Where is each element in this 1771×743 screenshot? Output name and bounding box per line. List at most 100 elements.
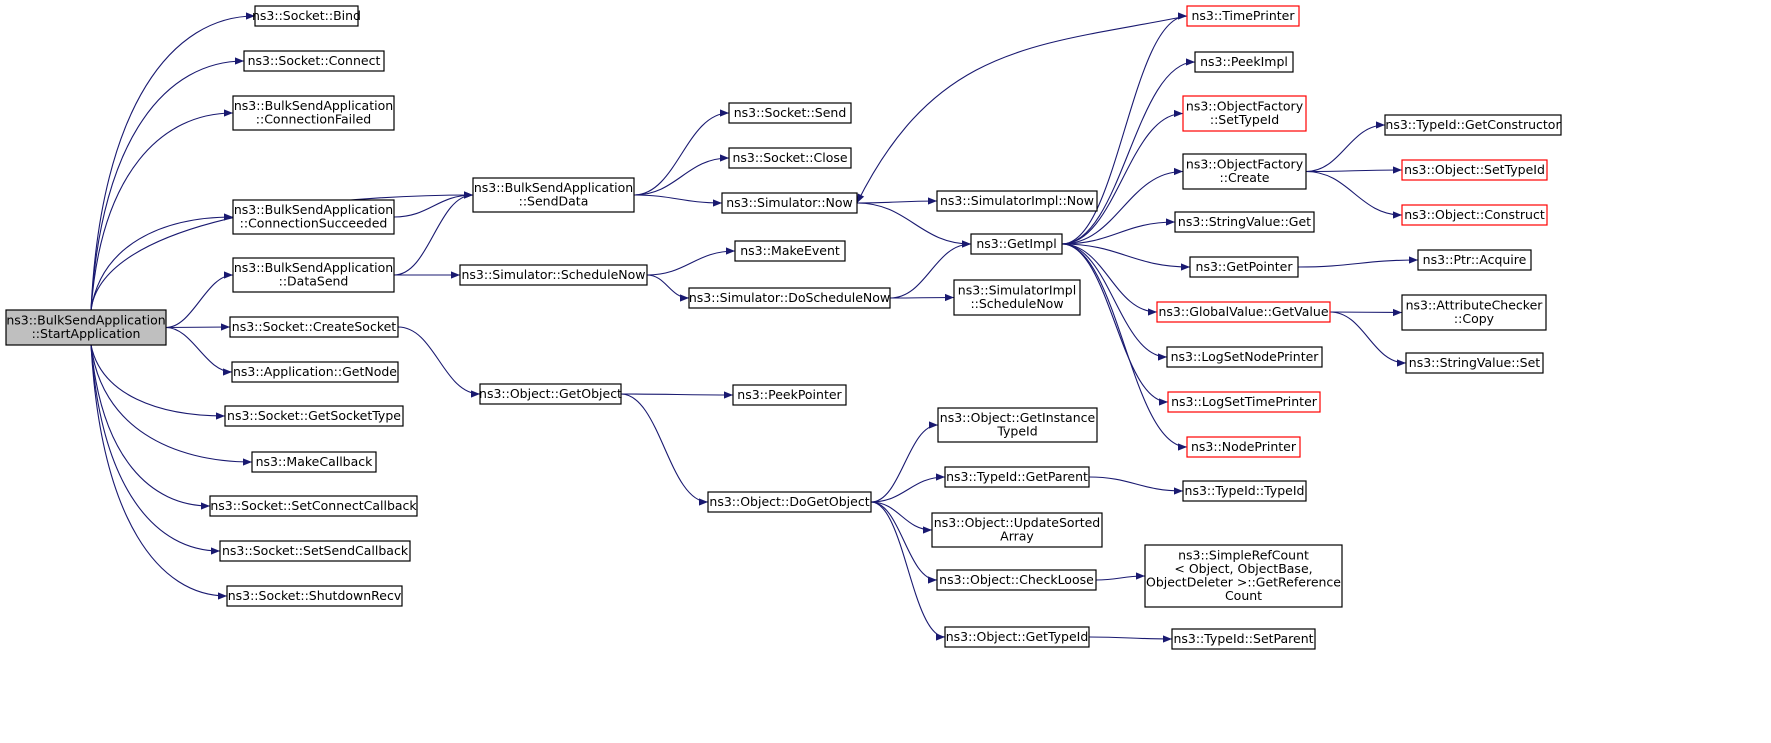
node-label: ns3::LogSetTimePrinter (1171, 394, 1318, 409)
node-getpointer[interactable]: ns3::GetPointer (1189, 256, 1299, 278)
node-box (1156, 301, 1331, 323)
node-gvgetvalue[interactable]: ns3::GlobalValue::GetValue (1156, 301, 1331, 323)
node-socksend[interactable]: ns3::Socket::Send (728, 102, 852, 124)
edge-line (90, 109, 234, 311)
node-datasend[interactable]: ns3::BulkSendApplication::DataSend (232, 257, 395, 293)
node-logsettime[interactable]: ns3::LogSetTimePrinter (1167, 391, 1321, 413)
node-connsucc[interactable]: ns3::BulkSendApplication::ConnectionSucc… (232, 199, 395, 235)
edge-line (90, 191, 474, 311)
node-simimplsched[interactable]: ns3::SimulatorImpl::ScheduleNow (953, 279, 1081, 316)
node-simplerefcount[interactable]: ns3::SimpleRefCount< Object, ObjectBase,… (1144, 544, 1343, 608)
node-getimpl[interactable]: ns3::GetImpl (970, 233, 1063, 255)
call-edge-gettypeid-to-setparent (1088, 635, 1173, 643)
node-box (1384, 114, 1562, 136)
edge-line (620, 393, 709, 506)
node-attrcheckercopy[interactable]: ns3::AttributeChecker::Copy (1401, 294, 1547, 331)
node-label: ns3::Socket::Close (732, 150, 847, 165)
node-label: ns3::StringValue::Get (1178, 214, 1311, 229)
node-label: ns3::BulkSendApplication (234, 202, 393, 217)
node-senddata[interactable]: ns3::BulkSendApplication::SendData (472, 177, 635, 213)
call-edge-ofcreate-to-objsettypeid (1305, 166, 1403, 174)
node-checkloose[interactable]: ns3::Object::CheckLoose (936, 569, 1097, 591)
node-createsocket[interactable]: ns3::Socket::CreateSocket (229, 316, 399, 338)
call-edge-timeprinter-to-simnow (856, 15, 1188, 204)
node-box (1167, 391, 1321, 413)
node-label: ns3::Object::CheckLoose (939, 572, 1094, 587)
node-box (937, 407, 1098, 443)
node-label: ns3::SimulatorImpl (958, 283, 1076, 298)
edge-line (856, 15, 1188, 204)
node-makeevent[interactable]: ns3::MakeEvent (734, 240, 846, 262)
node-simimplnow[interactable]: ns3::SimulatorImpl::Now (936, 190, 1098, 212)
node-label: ns3::BulkSendApplication (234, 98, 393, 113)
node-simnow[interactable]: ns3::Simulator::Now (721, 192, 858, 214)
call-edge-getpointer-to-ptracquire (1297, 256, 1419, 268)
node-box (231, 361, 399, 383)
call-edge-connsucc-to-senddata (393, 191, 474, 218)
edge-line (1305, 166, 1403, 174)
node-objsettypeid[interactable]: ns3::Object::SetTypeId (1401, 159, 1548, 181)
node-box (970, 233, 1063, 255)
node-stringget[interactable]: ns3::StringValue::Get (1174, 211, 1315, 233)
edge-line (393, 191, 474, 276)
node-connect[interactable]: ns3::Socket::Connect (243, 50, 385, 72)
edge-line (1329, 308, 1403, 317)
node-label: ns3::StringValue::Set (1409, 355, 1540, 370)
node-setparent[interactable]: ns3::TypeId::SetParent (1171, 628, 1316, 650)
node-getconstructor[interactable]: ns3::TypeId::GetConstructor (1384, 114, 1562, 136)
node-doschedulenow[interactable]: ns3::Simulator::DoScheduleNow (688, 287, 891, 309)
node-gettypeid[interactable]: ns3::Object::GetTypeId (944, 626, 1090, 648)
edge-line (870, 421, 939, 503)
edge-line (397, 326, 481, 398)
node-logsetnode[interactable]: ns3::LogSetNodePrinter (1166, 346, 1323, 368)
call-edge-gvgetvalue-to-attrcheckercopy (1329, 308, 1403, 317)
node-box (5, 309, 167, 346)
node-typeidtypeid[interactable]: ns3::TypeId::TypeId (1182, 480, 1307, 502)
node-label: ns3::AttributeChecker (1406, 298, 1544, 313)
call-edge-dogetobject-to-updatesorted (870, 501, 933, 534)
edge-line (1088, 476, 1184, 495)
node-ptracquire[interactable]: ns3::Ptr::Acquire (1417, 249, 1532, 271)
node-nodeprinter[interactable]: ns3::NodePrinter (1186, 436, 1301, 458)
node-peekpointer[interactable]: ns3::PeekPointer (732, 384, 847, 406)
call-edge-simnow-to-getimpl (856, 202, 972, 248)
node-setconnectcb[interactable]: ns3::Socket::SetConnectCallback (209, 495, 418, 517)
call-edge-schedulenow-to-doschedulenow (646, 274, 690, 302)
node-objconstruct[interactable]: ns3::Object::Construct (1401, 204, 1548, 226)
node-getsockettype[interactable]: ns3::Socket::GetSocketType (224, 405, 404, 427)
call-edge-start-to-setconnectcb (90, 344, 211, 510)
node-ofcreate[interactable]: ns3::ObjectFactory::Create (1182, 153, 1307, 190)
node-box (1401, 159, 1548, 181)
node-label: ns3::GlobalValue::GetValue (1158, 304, 1328, 319)
node-getparent[interactable]: ns3::TypeId::GetParent (944, 466, 1090, 488)
node-peekimpl[interactable]: ns3::PeekImpl (1194, 51, 1294, 73)
node-label: ns3::TypeId::SetParent (1173, 631, 1313, 646)
node-schedulenow[interactable]: ns3::Simulator::ScheduleNow (459, 264, 648, 286)
node-dogetobject[interactable]: ns3::Object::DoGetObject (707, 491, 872, 513)
node-timeprinter[interactable]: ns3::TimePrinter (1186, 5, 1300, 27)
node-label: ns3::Simulator::DoScheduleNow (689, 290, 890, 305)
node-shutdownrecv[interactable]: ns3::Socket::ShutdownRecv (226, 585, 403, 607)
node-box (728, 102, 852, 124)
node-getobject[interactable]: ns3::Object::GetObject (479, 383, 622, 405)
edge-line (90, 344, 228, 600)
node-ofsettypeid[interactable]: ns3::ObjectFactory::SetTypeId (1182, 95, 1307, 132)
node-setsendcb[interactable]: ns3::Socket::SetSendCallback (219, 540, 411, 562)
edge-line (856, 202, 972, 248)
node-box (953, 279, 1081, 316)
node-box (734, 240, 846, 262)
node-start[interactable]: ns3::BulkSendApplication::StartApplicati… (5, 309, 167, 346)
edge-line (1088, 635, 1173, 643)
node-label: ns3::TimePrinter (1192, 8, 1296, 23)
node-label: ns3::Simulator::Now (726, 195, 853, 210)
node-connfailed[interactable]: ns3::BulkSendApplication::ConnectionFail… (232, 95, 395, 131)
node-getnode[interactable]: ns3::Application::GetNode (231, 361, 399, 383)
node-makecallback[interactable]: ns3::MakeCallback (251, 451, 377, 473)
call-edge-start-to-connfailed (90, 109, 234, 311)
node-bind[interactable]: ns3::Socket::Bind (252, 5, 361, 27)
node-sockclose[interactable]: ns3::Socket::Close (728, 147, 852, 169)
node-stringset[interactable]: ns3::StringValue::Set (1405, 352, 1544, 374)
edge-line (856, 197, 938, 205)
